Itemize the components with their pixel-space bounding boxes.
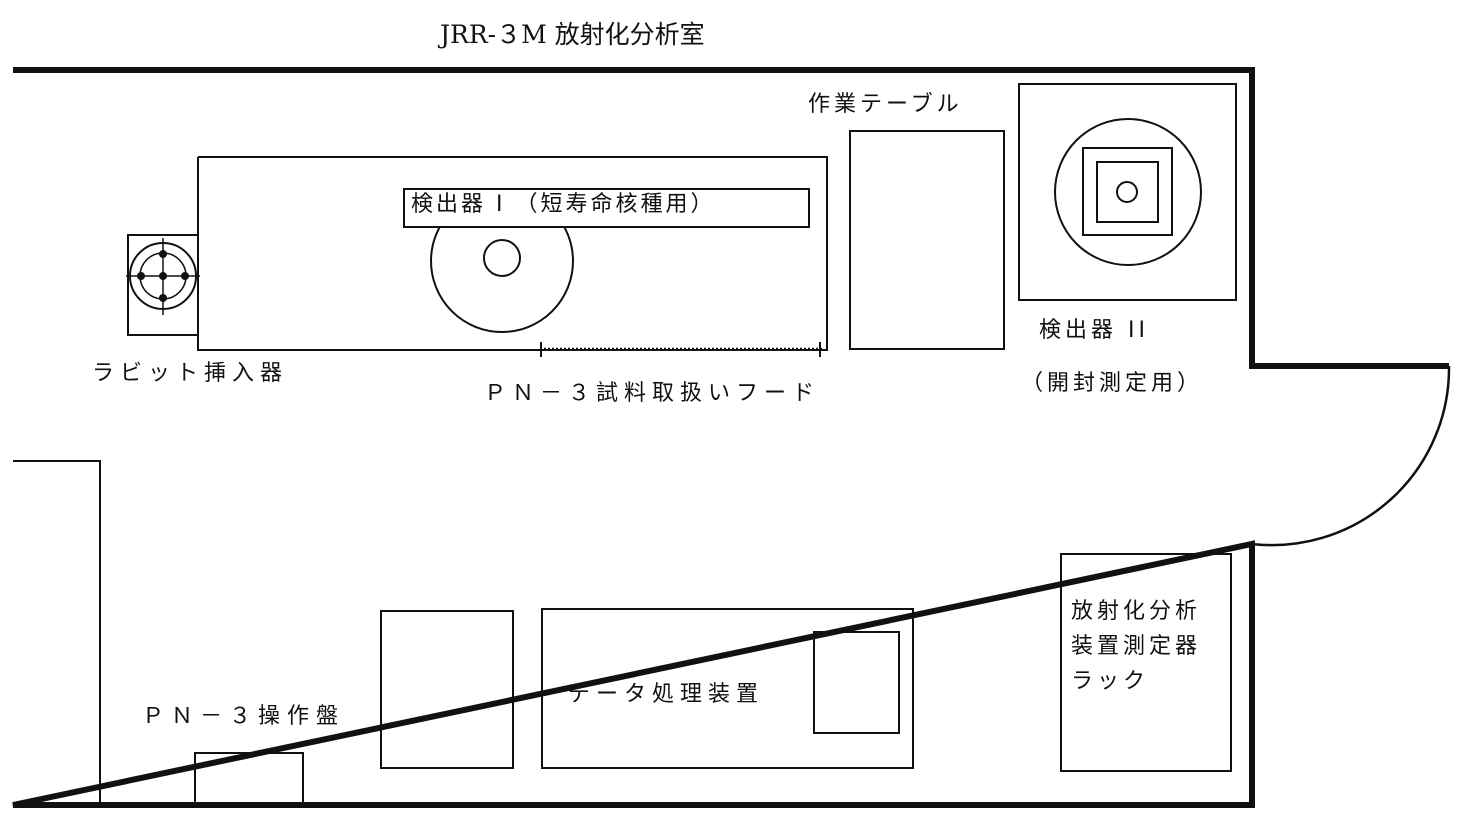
rabbit-inserter-box <box>127 234 199 336</box>
left-cabinet <box>13 460 101 805</box>
detector2-box <box>1018 83 1237 301</box>
hood-label: ＰＮ－３試料取扱いフード <box>484 381 821 406</box>
pn3-panel-label: ＰＮ－３操作盤 <box>142 704 346 729</box>
work-table <box>849 130 1005 350</box>
data-processing-screen <box>813 631 900 734</box>
detector2-name-label: 検出器 II <box>1039 318 1149 343</box>
pn3-panel-desk <box>194 752 304 805</box>
rack-label: 放射化分析 装置測定器 ラック <box>1071 594 1201 700</box>
rack-label-line2: 装置測定器 <box>1071 634 1202 660</box>
detector1-core <box>483 239 521 277</box>
data-processing-box <box>541 608 914 769</box>
detector2-use-label: （開封測定用） <box>1021 371 1204 396</box>
rack-label-line3: ラック <box>1071 669 1150 695</box>
data-processing-label: データ処理装置 <box>568 682 765 707</box>
rack-label-line1: 放射化分析 <box>1071 599 1202 624</box>
diagram-title: JRR-３M 放射化分析室 <box>440 20 705 49</box>
work-table-label: 作業テーブル <box>808 92 963 117</box>
rack-box <box>1060 553 1232 772</box>
rabbit-inserter-label: ラビット挿入器 <box>92 361 289 386</box>
hood-outline <box>198 156 828 351</box>
pn3-panel-box <box>380 610 514 769</box>
detector1-label: 検出器 I （短寿命核種用） <box>403 188 810 228</box>
door-arc <box>1251 365 1451 547</box>
room-wall <box>12 67 1449 808</box>
hood-outline-left <box>197 157 540 351</box>
